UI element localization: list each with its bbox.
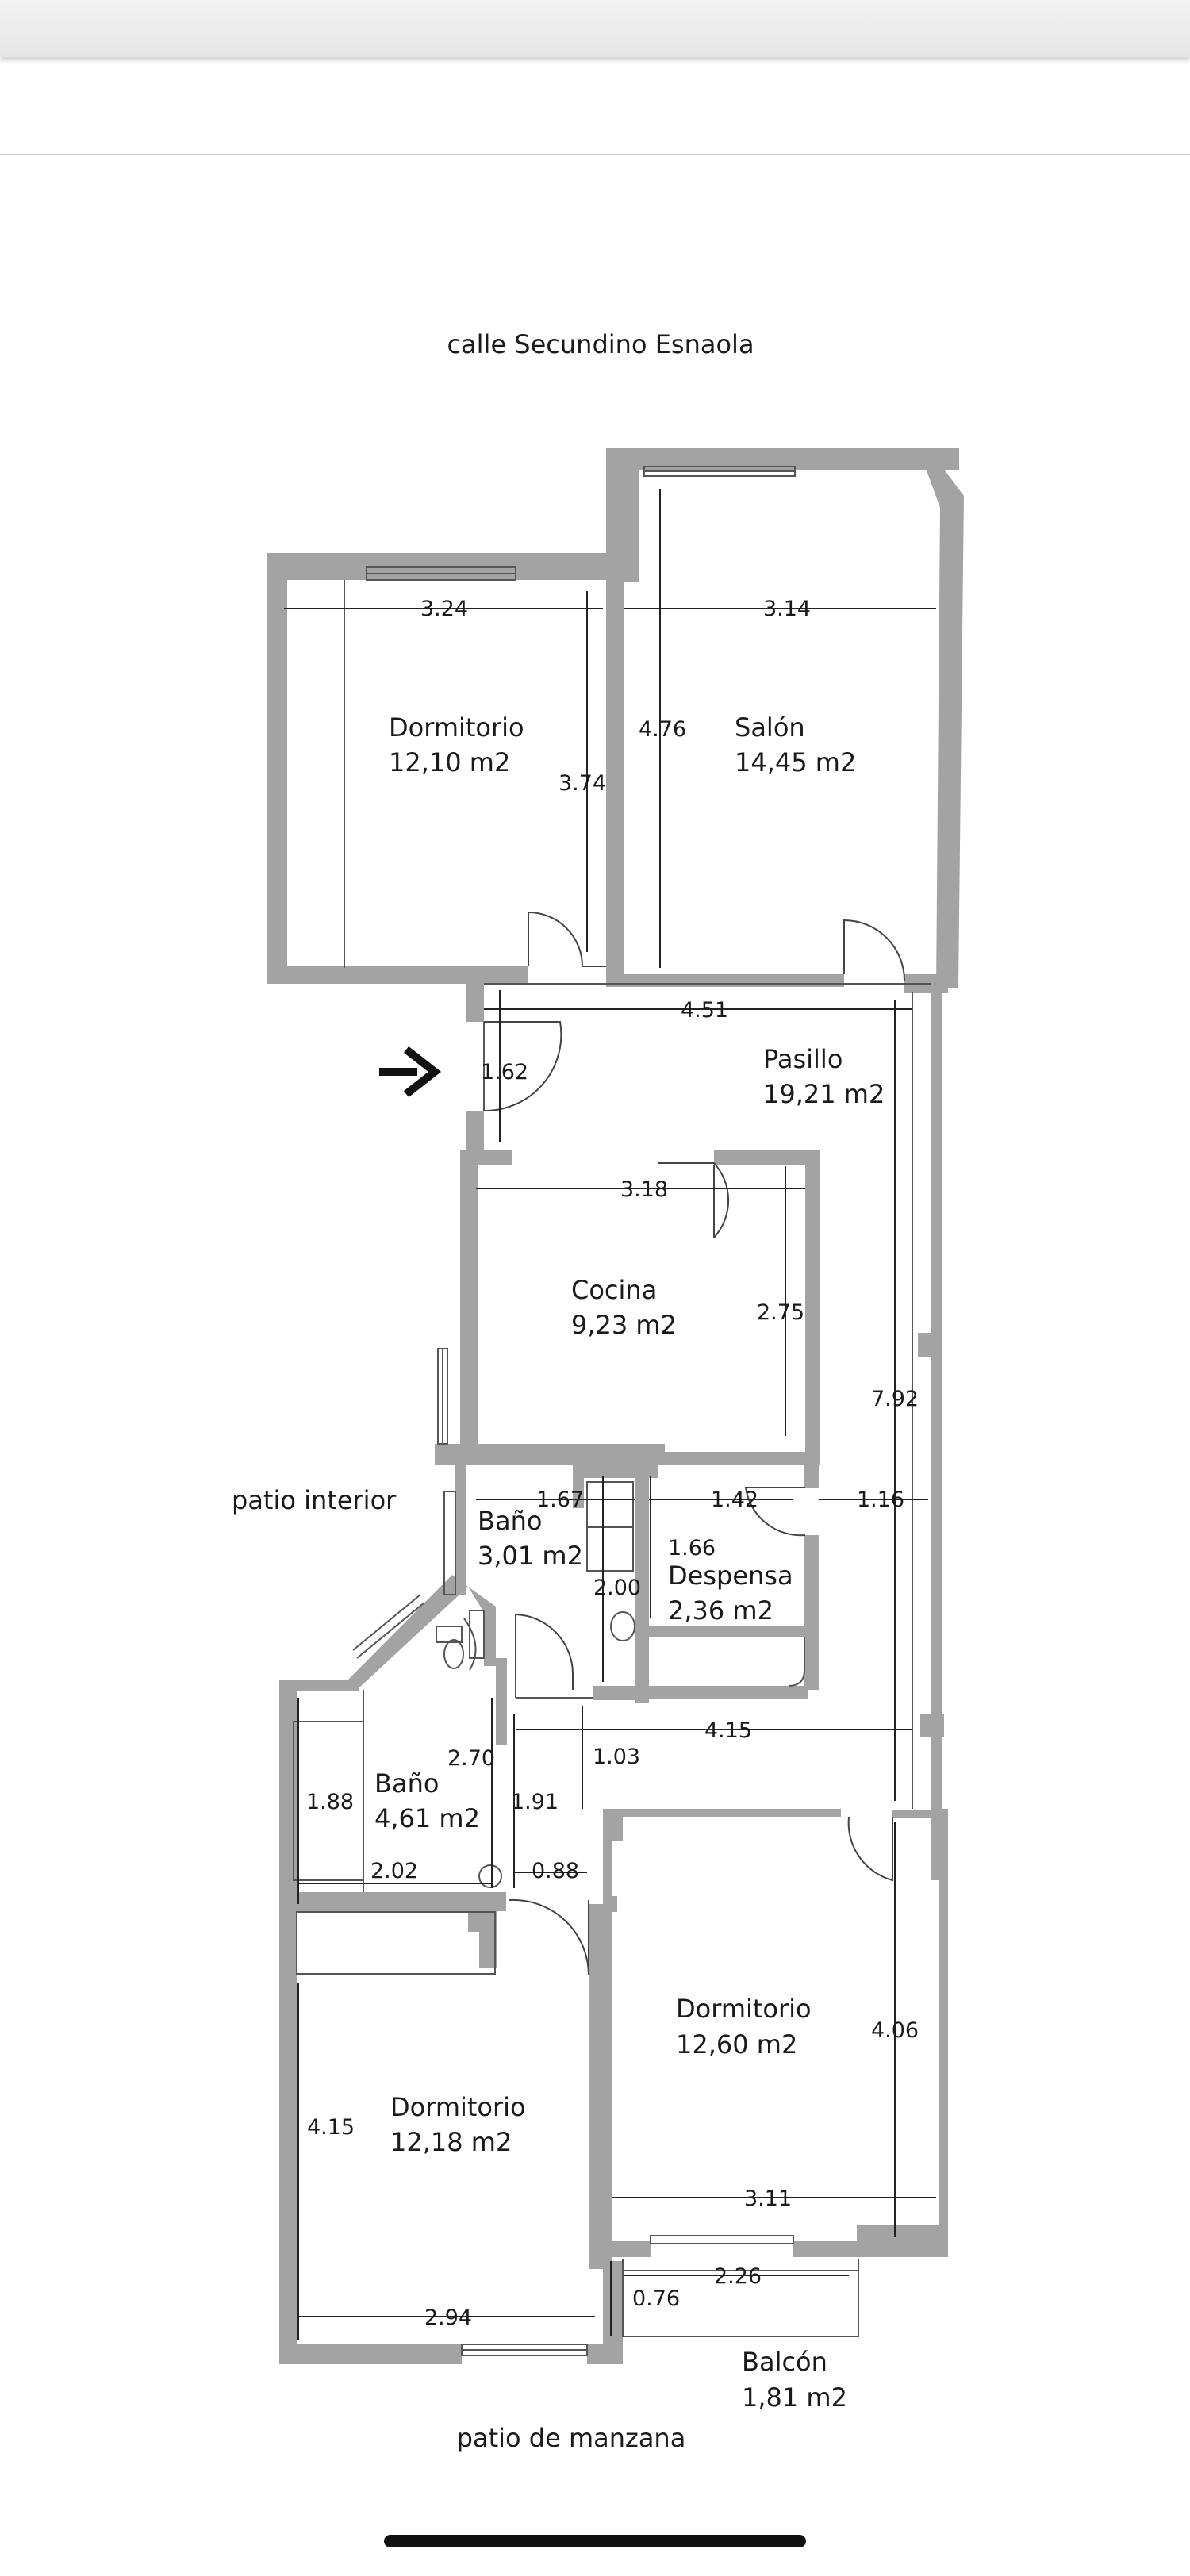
room-name-balcon: Balcón	[742, 2347, 827, 2377]
dim-label: 4.51	[681, 998, 728, 1023]
room-name-bano-1: Baño	[478, 1506, 542, 1536]
room-area-dormitorio-se: 12,60 m2	[676, 2029, 797, 2060]
room-area-bano-2: 4,61 m2	[374, 1803, 480, 1833]
doors	[483, 911, 905, 1976]
dim-label: 3.14	[763, 597, 811, 621]
dim-label: 1.91	[511, 1790, 559, 1814]
dim-label: 2.26	[714, 2264, 762, 2289]
dim-label: 7.92	[871, 1387, 919, 1411]
fixtures	[293, 466, 931, 2356]
room-name-despensa: Despensa	[668, 1561, 793, 1591]
room-name-pasillo: Pasillo	[763, 1044, 843, 1074]
entrance-arrow-icon	[379, 1046, 442, 1098]
room-name-dormitorio-sw: Dormitorio	[390, 2092, 526, 2122]
dim-label: 3.74	[559, 771, 606, 796]
room-name-salon: Salón	[735, 712, 805, 743]
dim-label: 1.67	[536, 1488, 584, 1512]
room-name-bano-2: Baño	[374, 1768, 439, 1799]
room-area-pasillo: 19,21 m2	[763, 1079, 885, 1109]
room-area-dormitorio-nw: 12,10 m2	[389, 747, 510, 777]
room-name-dormitorio-se: Dormitorio	[676, 1994, 812, 2024]
dim-label: 1.88	[306, 1790, 354, 1814]
dim-label: 0.88	[532, 1859, 579, 1883]
dim-label: 1.03	[593, 1745, 640, 1769]
room-name-dormitorio-nw: Dormitorio	[389, 712, 524, 743]
dim-label: 2.75	[757, 1300, 804, 1325]
dim-label: 4.06	[871, 2018, 919, 2043]
street-label-top: calle Secundino Esnaola	[447, 329, 754, 359]
dim-label: 1.16	[857, 1488, 904, 1512]
room-area-dormitorio-sw: 12,18 m2	[390, 2127, 512, 2157]
room-area-balcon: 1,81 m2	[742, 2382, 847, 2413]
dimension-lines	[284, 489, 936, 2340]
dim-label: 1.62	[481, 1060, 528, 1085]
room-area-salon: 14,45 m2	[735, 747, 856, 777]
dim-label: 3.24	[420, 597, 468, 621]
dim-label: 1.66	[668, 1536, 716, 1561]
home-indicator[interactable]	[384, 2535, 806, 2547]
dim-label: 3.11	[744, 2186, 792, 2211]
top-toolbar	[0, 0, 1190, 57]
dim-label: 4.15	[307, 2115, 355, 2140]
dim-label: 2.00	[593, 1576, 641, 1600]
dim-label: 1.42	[711, 1488, 758, 1512]
room-area-cocina: 9,23 m2	[571, 1310, 677, 1340]
patio-interior-label: patio interior	[232, 1485, 397, 1515]
toolbar-divider	[0, 154, 1190, 155]
dim-label: 2.02	[370, 1859, 418, 1883]
dim-label: 2.70	[447, 1746, 495, 1771]
walls	[267, 448, 964, 2364]
dim-label: 0.76	[632, 2286, 680, 2311]
dim-label: 4.76	[639, 717, 686, 742]
dim-label: 2.94	[424, 2305, 472, 2330]
room-name-cocina: Cocina	[571, 1275, 657, 1305]
room-area-despensa: 2,36 m2	[668, 1595, 774, 1626]
dim-label: 4.15	[704, 1718, 752, 1743]
street-label-bottom: patio de manzana	[457, 2423, 686, 2453]
dim-label: 3.18	[620, 1177, 668, 1202]
room-area-bano-1: 3,01 m2	[478, 1541, 583, 1571]
